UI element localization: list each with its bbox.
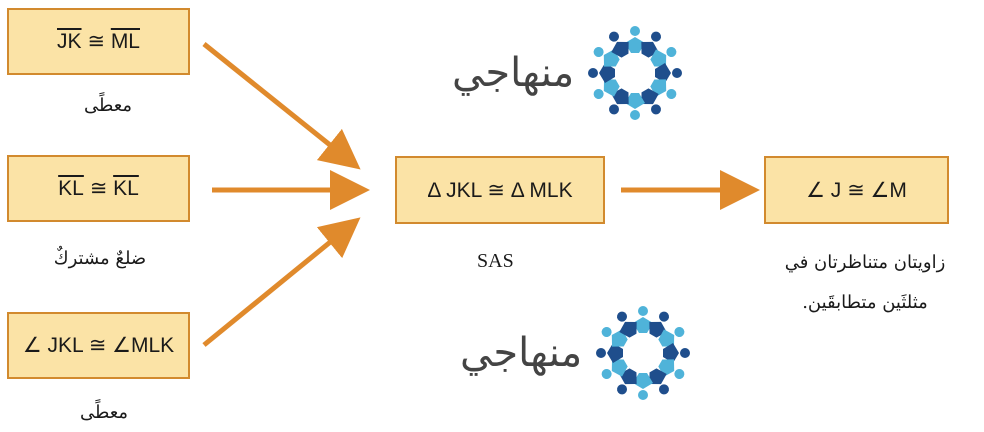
- angle-statement: ∠ JKL ≅ ∠MLK: [22, 334, 175, 357]
- sas-label: SAS: [477, 250, 514, 272]
- watermark-text: منهاجي: [452, 50, 575, 96]
- watermark-text: منهاجي: [460, 330, 583, 376]
- result-angle-box: ∠ J ≅ ∠M: [764, 156, 949, 224]
- congruent-symbol: ≅: [89, 177, 108, 200]
- triangle-statement: Δ JKL ≅ Δ MLK: [427, 178, 573, 202]
- caption-given-2: معطًى: [79, 402, 129, 423]
- caption-result-line1: زاويتان متناظرتان في: [784, 252, 946, 273]
- segment-kl-right: KL: [113, 176, 139, 200]
- caption-given-1: معطًى: [83, 95, 133, 116]
- arrow-top: [202, 42, 361, 170]
- watermark-bottom: منهاجي: [460, 298, 698, 408]
- common-side-box: KL ≅ KL: [7, 155, 190, 222]
- result-statement: ∠ J ≅ ∠M: [806, 178, 907, 202]
- caption-result-line2: مثلثَين متطابقَين.: [802, 292, 928, 313]
- caption-common-side: ضلعٌ مشتركٌ: [53, 248, 147, 269]
- arrow-bottom: [202, 217, 361, 347]
- manhaji-logo-icon: [588, 26, 683, 120]
- segment-ml: ML: [110, 29, 140, 53]
- watermark-top: منهاجي: [452, 18, 690, 128]
- segment-jk: JK: [57, 29, 82, 53]
- given-angle-box: ∠ JKL ≅ ∠MLK: [7, 312, 190, 379]
- given-box-jk-ml: JK ≅ ML: [7, 8, 190, 75]
- triangle-congruence-box: Δ JKL ≅ Δ MLK: [395, 156, 605, 224]
- congruent-symbol: ≅: [87, 30, 105, 53]
- manhaji-logo-icon: [596, 306, 691, 400]
- segment-kl-left: KL: [58, 176, 84, 200]
